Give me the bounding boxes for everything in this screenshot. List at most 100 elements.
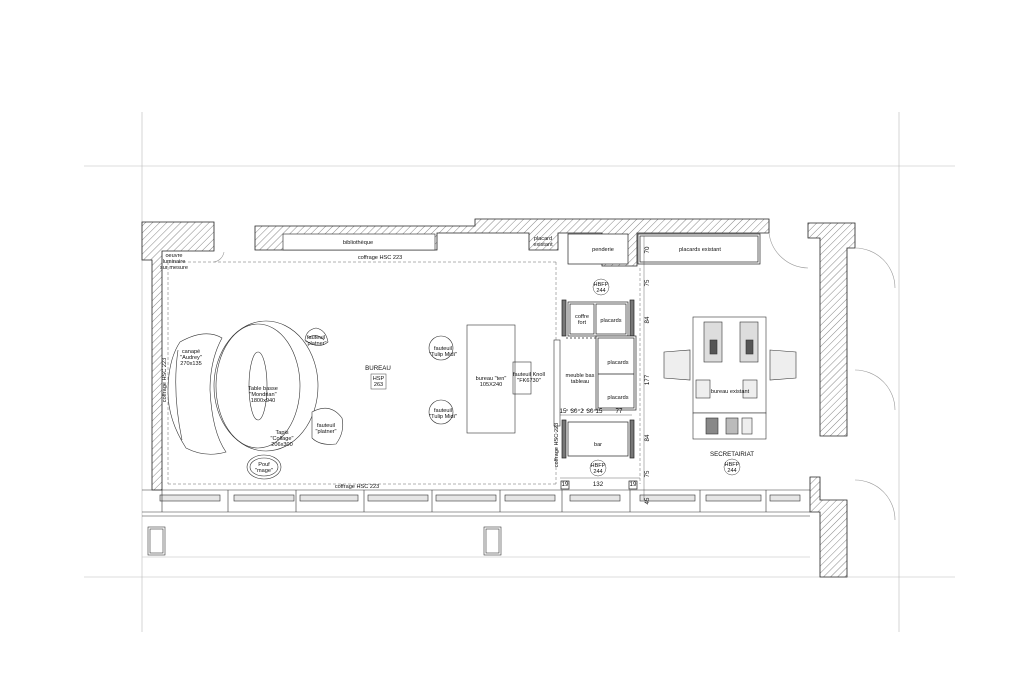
reference-lines <box>84 112 955 632</box>
tag-hbfp-value: 244 <box>593 469 602 475</box>
ceiling-tag-hbfp-secretariat: HBFP 244 <box>723 458 741 476</box>
svg-text:Tapis: Tapis <box>275 430 288 436</box>
svg-text:"Collage": "Collage" <box>271 436 294 442</box>
room-name-bureau: BUREAU <box>365 365 391 372</box>
platner-top-shape <box>304 327 329 346</box>
label-bureau-existant: bureau existant <box>711 389 750 395</box>
bureau-furniture <box>428 324 561 434</box>
svg-text:19: 19 <box>562 481 569 488</box>
svg-text:"mage": "mage" <box>255 468 273 474</box>
label-coffre-fort: coffre fort <box>575 314 589 326</box>
dimension-labels: 15 30 2 30 15 77 19 132 19 70 75 84 177 … <box>560 246 651 504</box>
svg-text:fauteuil: fauteuil <box>434 408 452 414</box>
svg-text:15: 15 <box>560 408 567 415</box>
svg-text:canapé: canapé <box>182 349 200 355</box>
label-coffrage-right: coffrage HSC 223 <box>554 423 560 467</box>
label-penderie: penderie <box>592 247 614 253</box>
svg-text:fauteuil: fauteuil <box>307 335 325 341</box>
wall-top <box>254 218 770 267</box>
svg-text:fauteuil Knoll: fauteuil Knoll <box>513 372 545 378</box>
svg-text:fauteuil: fauteuil <box>317 423 335 429</box>
svg-text:placard: placard <box>534 236 552 242</box>
label-coffrage-bottom: coffrage HSC 223 <box>335 484 379 490</box>
svg-text:75: 75 <box>644 279 651 286</box>
svg-text:77: 77 <box>616 408 623 415</box>
svg-text:fauteuil: fauteuil <box>434 346 452 352</box>
svg-text:206x300: 206x300 <box>271 442 292 448</box>
svg-text:existant: existant <box>533 242 553 248</box>
svg-text:45: 45 <box>644 497 651 504</box>
label-fauteuil-platner-top: fauteuil "platner" <box>305 335 326 347</box>
svg-text:75: 75 <box>644 470 651 477</box>
tag-hbfp-code: HBFP <box>725 462 740 468</box>
pouf-shape <box>246 454 282 480</box>
tag-hbfp-code: HBFP <box>594 282 609 288</box>
label-placards-a: placards <box>600 318 621 324</box>
svg-text:1800x940: 1800x940 <box>251 398 276 404</box>
label-fauteuil-platner-bottom: fauteuil "platner" <box>315 423 336 435</box>
platner-bottom-shape <box>311 407 344 445</box>
svg-text:"Tulip Midi": "Tulip Midi" <box>429 414 457 420</box>
svg-text:bureau "ten": bureau "ten" <box>476 376 507 382</box>
svg-text:70: 70 <box>644 246 651 253</box>
window-strip <box>142 489 810 558</box>
svg-text:tableau: tableau <box>571 379 589 385</box>
label-bibliotheque: bibliothèque <box>343 240 373 246</box>
dimension-lines <box>560 236 645 500</box>
tag-hsp-code: HSP <box>373 376 385 382</box>
svg-text:luminaire: luminaire <box>163 259 186 265</box>
label-fauteuil-tulip-top: fauteuil "Tulip Midi" <box>429 346 457 358</box>
svg-text:84: 84 <box>644 316 651 323</box>
svg-text:270x135: 270x135 <box>180 361 201 367</box>
label-oeuvre-luminaire: oeuvre luminaire sur mesure <box>160 253 188 271</box>
secretariat-furniture <box>663 316 797 440</box>
svg-text:sur mesure: sur mesure <box>160 265 188 271</box>
svg-text:Table basse: Table basse <box>248 386 278 392</box>
label-bureau-desk: bureau "ten" 105X240 <box>476 376 507 388</box>
label-table-basse: Table basse "Mondrian" 1800x940 <box>248 386 278 404</box>
svg-text:105X240: 105X240 <box>480 382 502 388</box>
tulip-top-shape <box>428 335 454 361</box>
sofa-shape <box>167 333 227 455</box>
svg-text:coffre: coffre <box>575 314 589 320</box>
tag-hbfp-code: HBFP <box>591 463 606 469</box>
svg-text:"platner": "platner" <box>305 341 326 347</box>
svg-text:30: 30 <box>587 408 594 415</box>
ceiling-tag-hbfp-bottom: HBFP 244 <box>589 459 607 477</box>
label-placards-b: placards <box>607 360 628 366</box>
ceiling-tag-hsp-263: HSP 263 <box>370 373 387 390</box>
label-fauteuil-knoll: fauteuil Knoll "FK6730" <box>513 372 545 384</box>
svg-text:132: 132 <box>593 481 604 488</box>
svg-text:fort: fort <box>578 320 587 326</box>
svg-text:oeuvre: oeuvre <box>165 253 182 259</box>
label-pouf: Pouf "mage" <box>255 462 273 474</box>
svg-text:19: 19 <box>630 481 637 488</box>
label-tapis: Tapis "Collage" 206x300 <box>271 430 294 448</box>
bibliotheque-shelf <box>282 233 436 251</box>
tag-hsp-value: 263 <box>374 382 383 388</box>
svg-text:15: 15 <box>596 408 603 415</box>
label-placards-c: placards <box>607 395 628 401</box>
door-swings <box>213 232 896 521</box>
tag-hbfp-value: 244 <box>596 288 605 294</box>
svg-text:2: 2 <box>580 408 584 415</box>
label-bar: bar <box>594 442 602 448</box>
label-meuble-bas: meuble bas tableau <box>566 373 595 385</box>
svg-text:84: 84 <box>644 434 651 441</box>
ceiling-tag-hbfp-top: HBFP 244 <box>592 278 610 296</box>
rug-shape <box>213 320 319 452</box>
room-name-secretariat: SECRETAIRIAT <box>710 451 754 458</box>
label-placards-existant: placards existant <box>679 247 721 253</box>
desk-shape <box>466 324 516 434</box>
svg-text:meuble bas: meuble bas <box>566 373 595 379</box>
svg-text:"Mondrian": "Mondrian" <box>249 392 276 398</box>
svg-text:30: 30 <box>571 408 578 415</box>
svg-text:"Audrey": "Audrey" <box>180 355 202 361</box>
svg-text:"Tulip Midi": "Tulip Midi" <box>429 352 457 358</box>
svg-text:"platner": "platner" <box>315 429 336 435</box>
wall-right-lower <box>809 476 848 578</box>
svg-text:177: 177 <box>644 374 651 385</box>
living-area <box>167 320 344 480</box>
label-placard-existant: placard existant <box>533 236 553 248</box>
